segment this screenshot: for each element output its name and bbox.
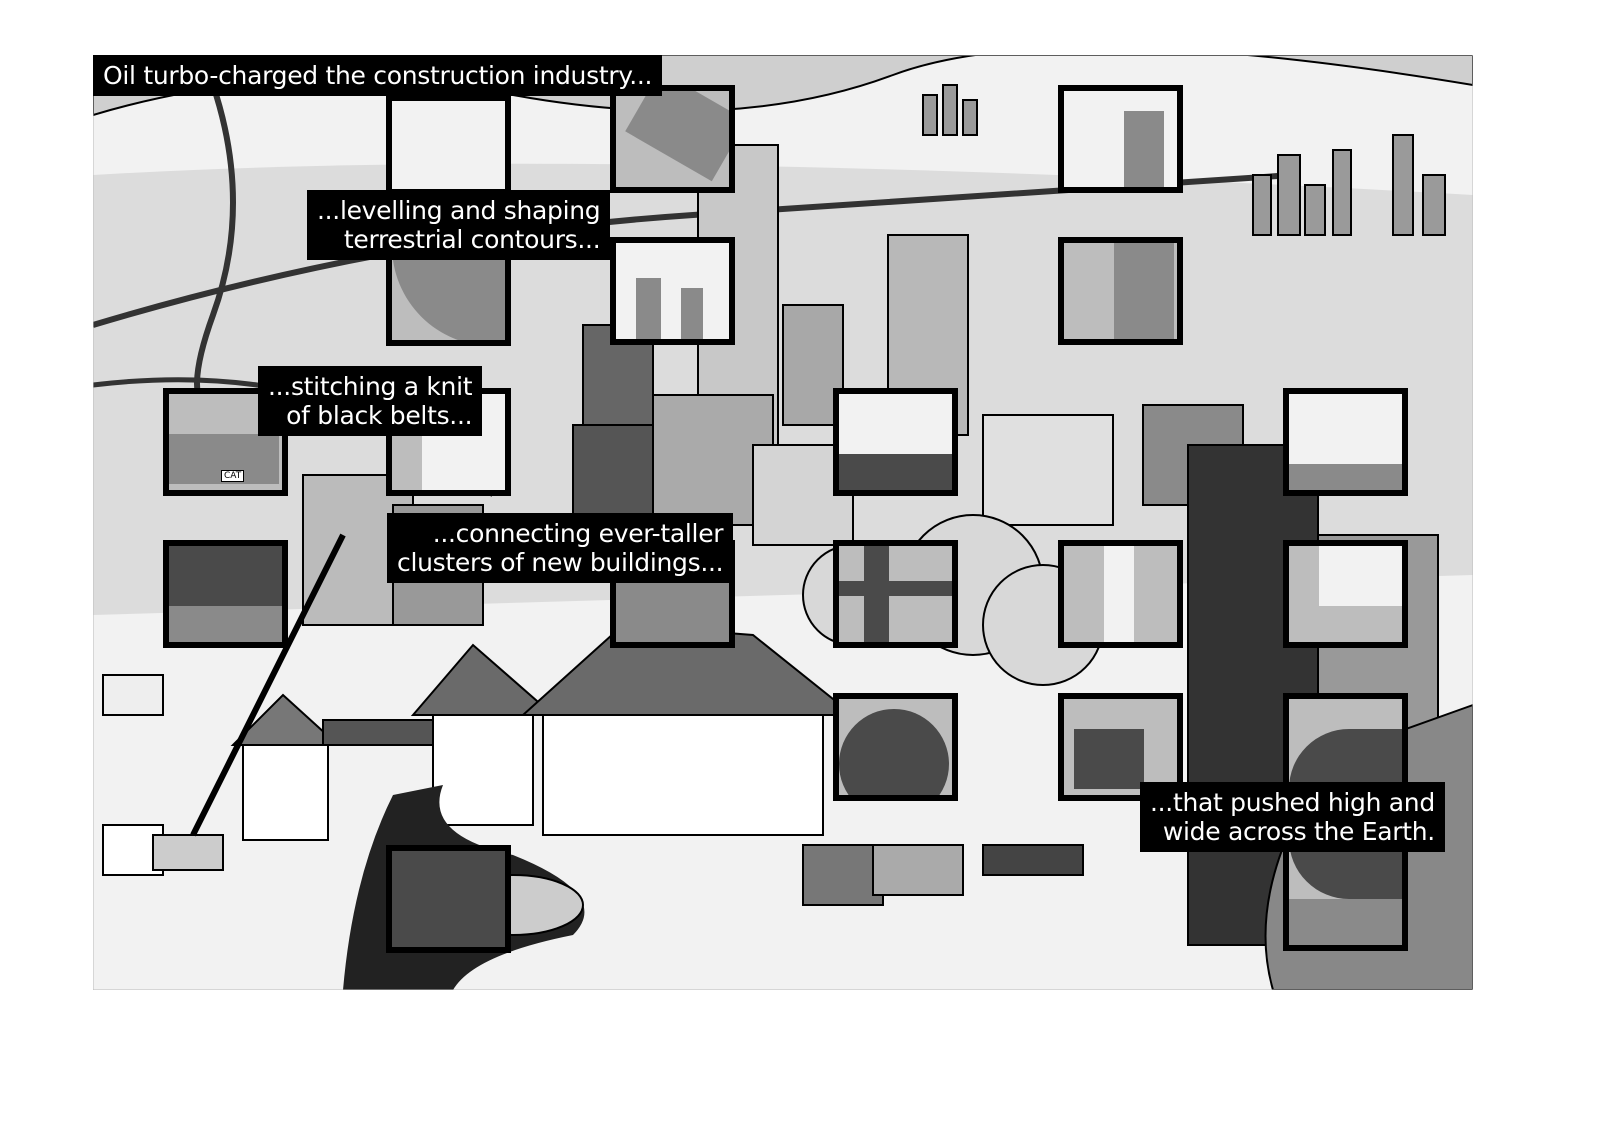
inset-panel-excavator-bucket — [610, 85, 735, 193]
inset-panel-skyline — [610, 237, 735, 345]
inset-panel-drill-drum — [163, 540, 288, 648]
inset-panel-truck-tire — [833, 693, 958, 801]
caption-5-line-2: wide across the Earth. — [1162, 817, 1435, 846]
caption-3-line-2: of black belts... — [286, 401, 473, 430]
caption-2: ...levelling and shaping terrestrial con… — [307, 190, 611, 260]
caption-4-line-2: clusters of new buildings... — [397, 548, 724, 577]
distant-skyline — [922, 84, 1446, 236]
inset-panel-tower-facade — [1058, 237, 1183, 345]
inset-panel-chimney — [1283, 388, 1408, 496]
caption-1-line-1: Oil turbo-charged the construction indus… — [103, 61, 653, 90]
caption-3-line-1: ...stitching a knit — [268, 372, 473, 401]
caption-5-line-1: ...that pushed high and — [1150, 788, 1435, 817]
inset-panel-digger-arm — [386, 95, 511, 195]
caption-1: Oil turbo-charged the construction indus… — [93, 55, 663, 96]
inset-panel-gravel — [386, 845, 511, 953]
caption-5: ...that pushed high and wide across the … — [1140, 782, 1445, 852]
inset-panel-steel-beams — [833, 540, 958, 648]
houses — [230, 623, 856, 841]
construction-vehicles — [102, 533, 1084, 906]
caption-3: ...stitching a knit of black belts... — [258, 366, 483, 436]
cat-logo: CAT — [221, 470, 245, 482]
caption-4: ...connecting ever-taller clusters of ne… — [387, 513, 734, 583]
caption-2-line-2: terrestrial contours... — [343, 225, 601, 254]
inset-panel-tower-top — [1058, 85, 1183, 193]
inset-panel-bulldozer: CAT — [163, 388, 288, 496]
caption-4-line-1: ...connecting ever-taller — [432, 519, 724, 548]
inset-panel-crane-mast — [1058, 540, 1183, 648]
inset-panel-driver — [1283, 540, 1408, 648]
caption-2-line-1: ...levelling and shaping — [317, 196, 601, 225]
inset-panel-scraper-blade — [833, 388, 958, 496]
